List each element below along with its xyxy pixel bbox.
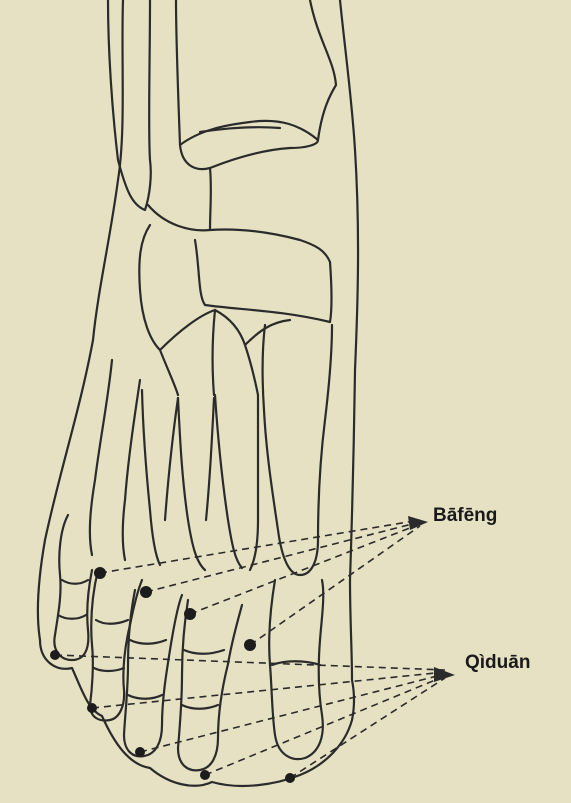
bafeng-label: Bāfēng bbox=[433, 505, 497, 527]
bafeng-point-2 bbox=[140, 586, 152, 598]
qiduan-label: Qìduān bbox=[465, 652, 530, 674]
bafeng-point-1 bbox=[94, 567, 106, 579]
bafeng-point-4 bbox=[244, 639, 256, 651]
bafeng-point-3 bbox=[184, 608, 196, 620]
qiduan-point-5 bbox=[285, 773, 295, 783]
qiduan-point-4 bbox=[200, 770, 210, 780]
qiduan-point-3 bbox=[135, 747, 145, 757]
qiduan-point-2 bbox=[87, 703, 97, 713]
qiduan-point-1 bbox=[50, 650, 60, 660]
